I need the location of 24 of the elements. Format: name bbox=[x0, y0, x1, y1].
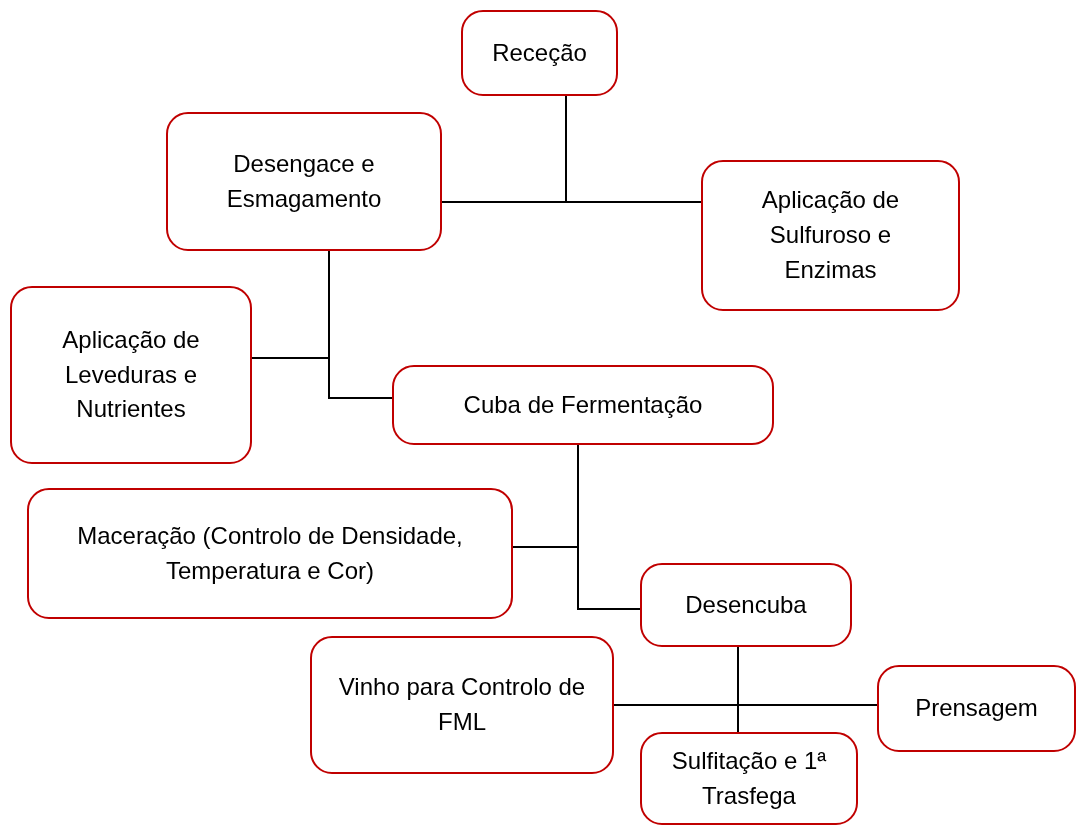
step-label: Desengace e Esmagamento bbox=[225, 148, 383, 214]
connector-line bbox=[737, 646, 739, 733]
step-label: Vinho para Controlo de FML bbox=[337, 672, 587, 737]
connector-line bbox=[577, 444, 641, 610]
step-label: Desencuba bbox=[685, 589, 807, 620]
step-label: Receção bbox=[492, 37, 587, 68]
process-box bbox=[640, 732, 858, 825]
process-box bbox=[392, 365, 774, 445]
step-label: Cuba de Fermentação bbox=[463, 389, 703, 420]
process-box bbox=[166, 112, 442, 251]
step-label: Aplicação de Leveduras e Nutrientes bbox=[61, 324, 201, 425]
connector-line bbox=[251, 357, 393, 399]
process-box bbox=[640, 563, 852, 647]
step-label: Prensagem bbox=[915, 693, 1038, 724]
step-label: Maceração (Controlo de Densidade, Temperatura e Cor) bbox=[76, 520, 464, 586]
process-box bbox=[701, 160, 960, 311]
connector-line bbox=[565, 95, 702, 203]
process-box bbox=[310, 636, 614, 774]
step-label: Aplicação de Sulfuroso e Enzimas bbox=[760, 185, 901, 285]
process-box bbox=[877, 665, 1076, 752]
process-box bbox=[27, 488, 513, 619]
step-label: Sulfitação e 1ª Trasfega bbox=[670, 745, 828, 811]
process-box bbox=[10, 286, 252, 464]
process-box bbox=[461, 10, 618, 96]
